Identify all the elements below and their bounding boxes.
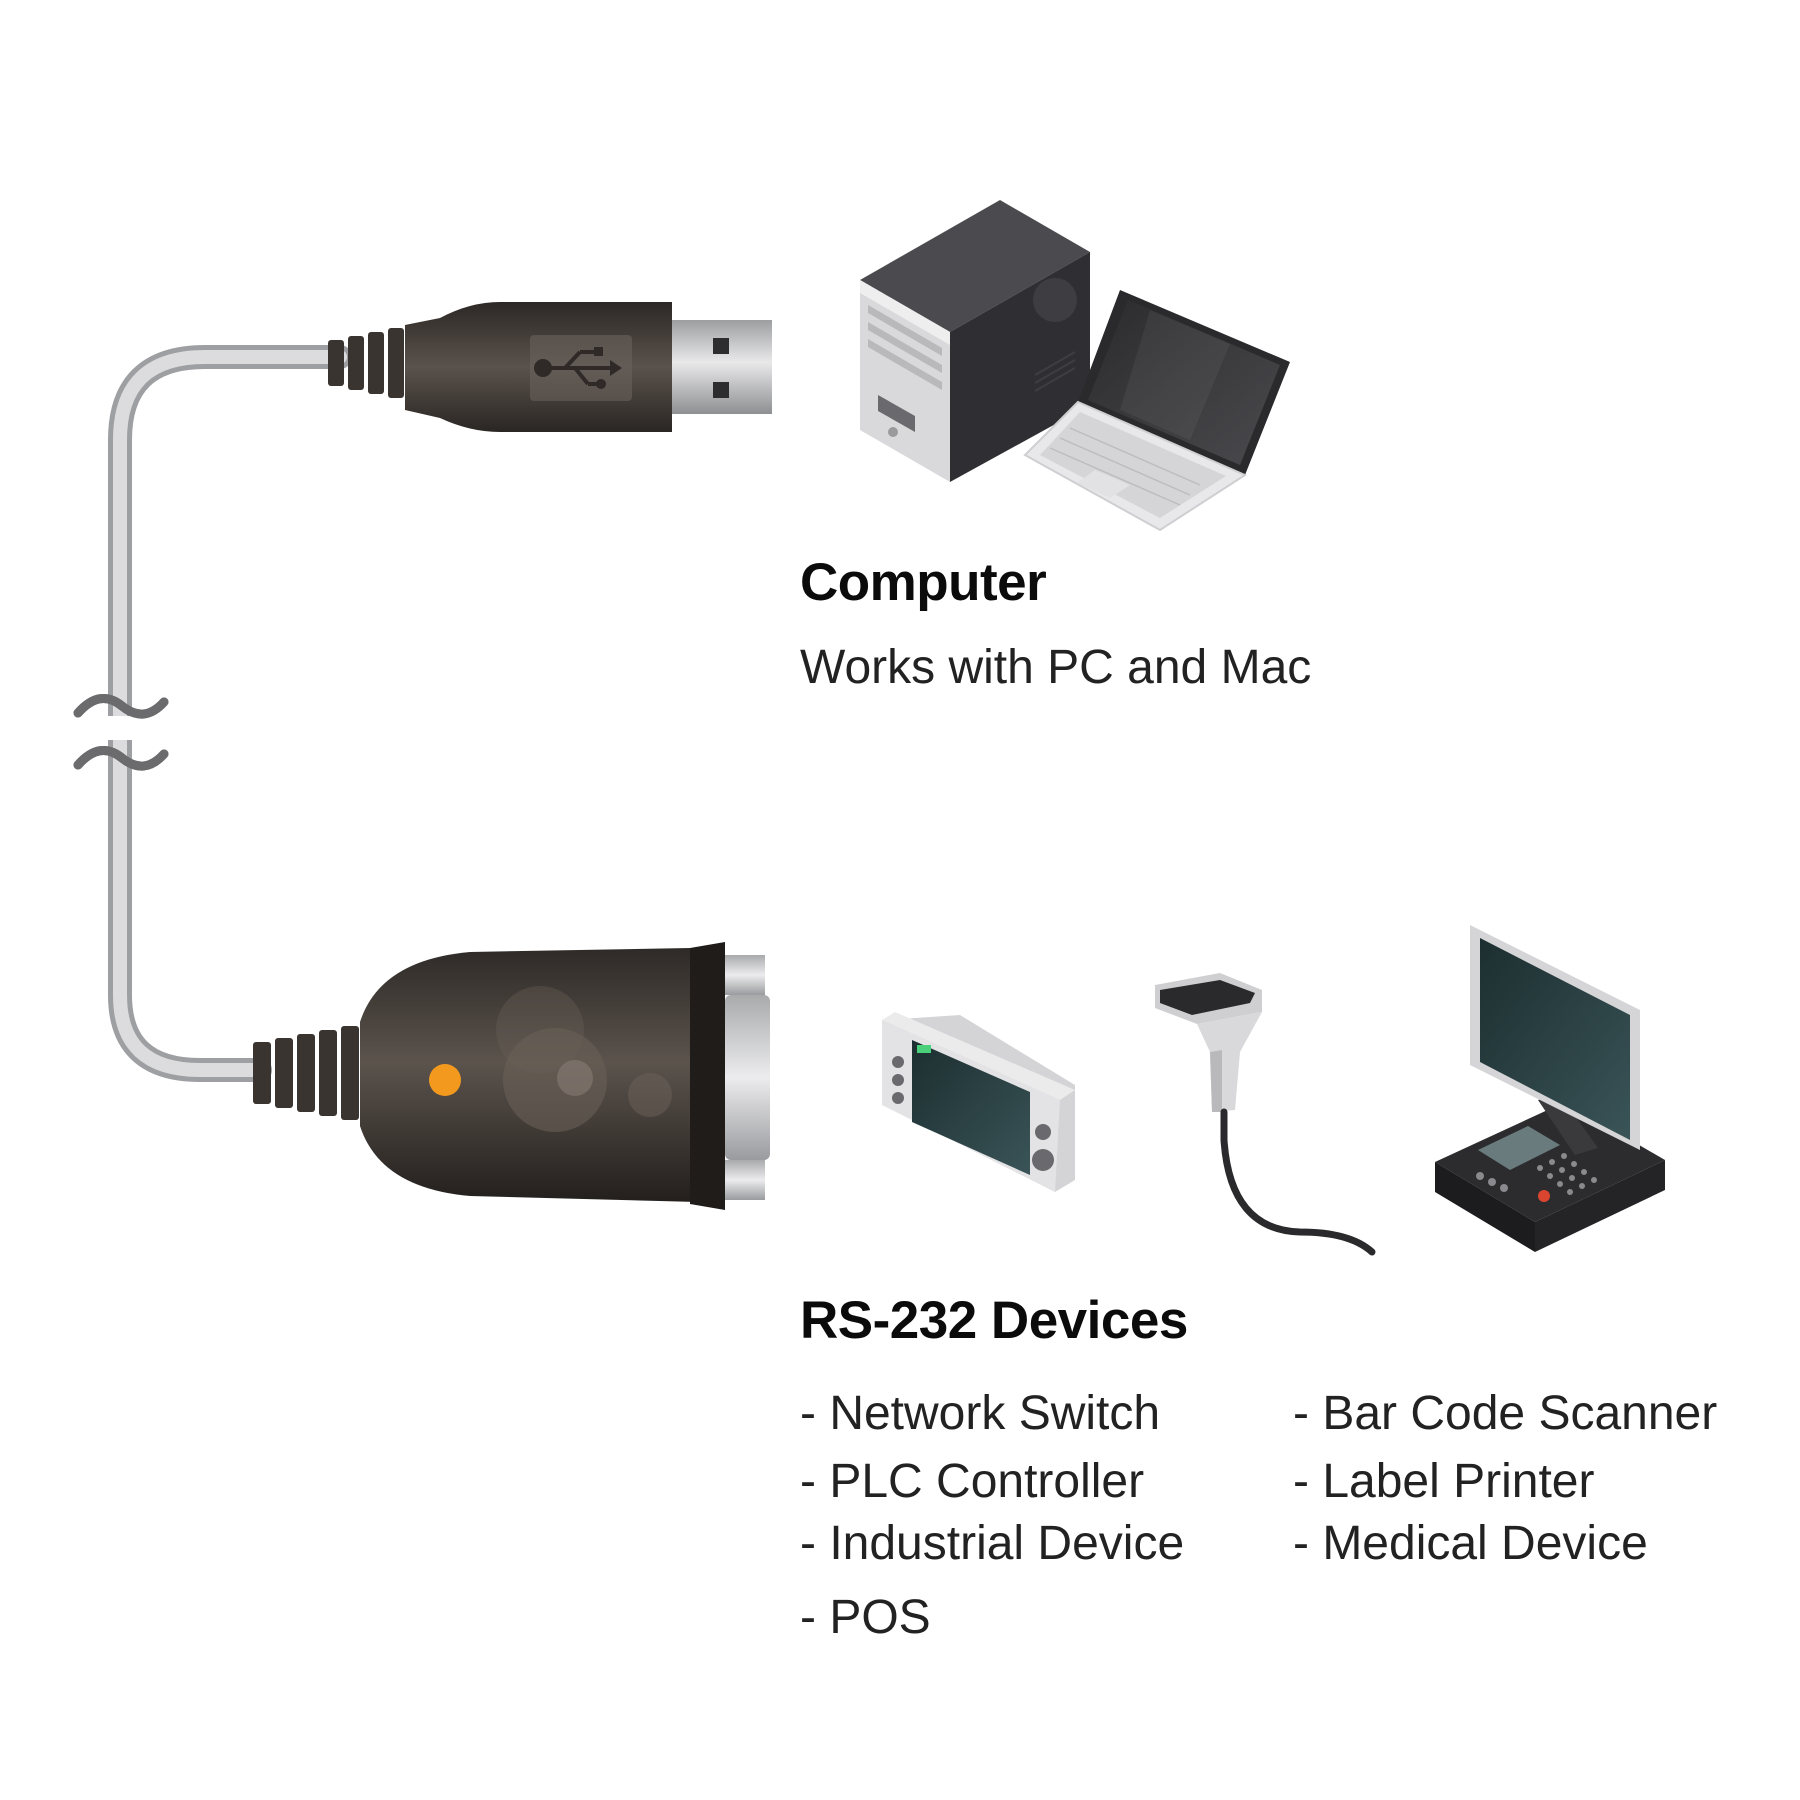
pos-terminal [1435,925,1665,1252]
computer-heading: Computer [800,553,1047,612]
device-list-item: - Network Switch [800,1387,1161,1440]
usb-connector [328,302,772,432]
barcode-scanner [1155,973,1376,1256]
devices-heading: RS-232 Devices [800,1291,1188,1350]
device-list-item: - PLC Controller [800,1455,1145,1508]
usb-icon [534,347,622,389]
laptop [1023,290,1290,532]
device-list-item: - Medical Device [1293,1517,1648,1570]
led-indicator [429,1064,461,1096]
device-list-item: - Label Printer [1293,1455,1595,1508]
device-list-item: - Industrial Device [800,1517,1185,1570]
cable [73,345,352,1082]
computer-subtitle: Works with PC and Mac [800,641,1312,694]
handheld-terminal [882,1012,1075,1192]
device-list-item: - POS [800,1591,931,1644]
device-list-item: - Bar Code Scanner [1293,1387,1718,1440]
db9-connector [253,942,770,1210]
computer-tower [860,200,1090,482]
